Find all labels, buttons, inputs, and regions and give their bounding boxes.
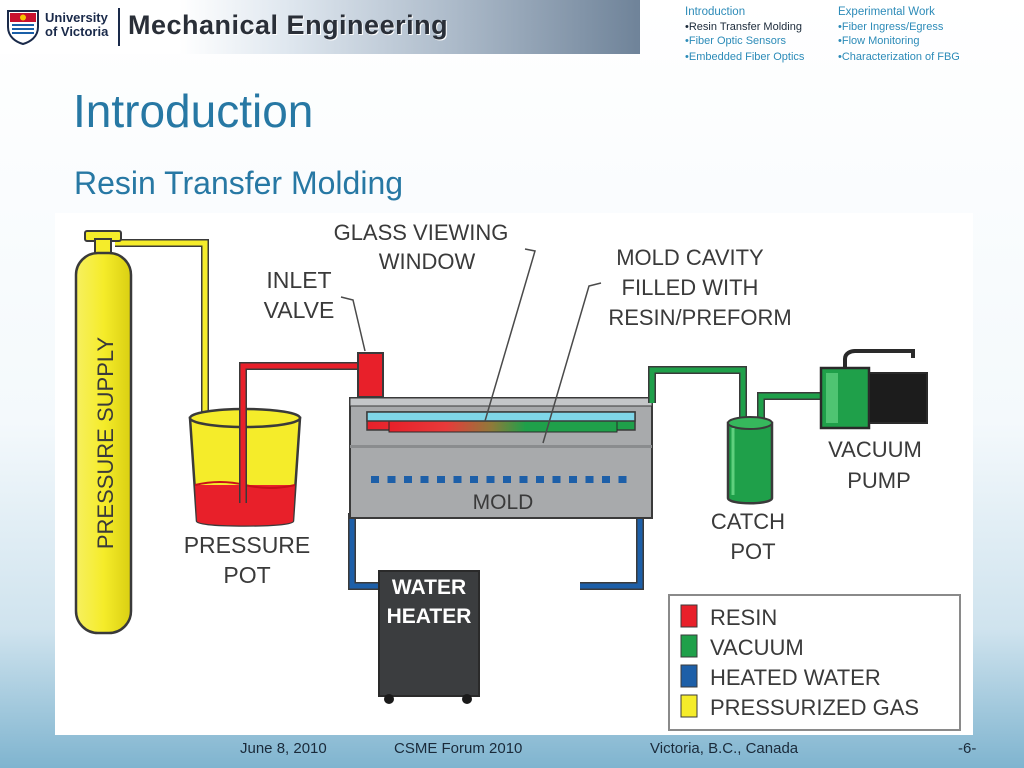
label-pressure-pot-2: POT [223, 562, 270, 588]
leader-inlet [340, 296, 366, 352]
heating-channel [387, 476, 396, 483]
nav-experimental-work: Experimental Work •Fiber Ingress/Egress … [838, 5, 960, 64]
label-catch-2: POT [730, 539, 775, 564]
university-crest-icon [7, 10, 39, 45]
label-pump-1: VACUUM [828, 437, 922, 462]
heating-channel [486, 476, 495, 483]
leader-cavity [542, 282, 602, 444]
heated-water-loop [348, 513, 644, 590]
label-pressure-supply: PRESSURE SUPPLY [93, 337, 118, 550]
slide-subtitle: Resin Transfer Molding [74, 165, 404, 201]
heating-channel [420, 476, 429, 483]
label-catch-1: CATCH [711, 509, 785, 534]
university-name: University of Victoria [45, 11, 108, 39]
heating-channel [569, 476, 577, 483]
label-cavity-3: RESIN/PREFORM [608, 305, 791, 330]
water-heater [378, 570, 480, 704]
nav-heading-introduction[interactable]: Introduction [685, 6, 746, 18]
university-name-line2: of Victoria [45, 24, 109, 39]
footer-event: CSME Forum 2010 [394, 740, 523, 757]
nav-item-embedded-fiber-optics[interactable]: •Embedded Fiber Optics [685, 50, 805, 63]
nav-item-fiber-optic-sensors[interactable]: •Fiber Optic Sensors [685, 35, 787, 47]
heating-channel [585, 476, 594, 483]
department-name: Mechanical Engineering [128, 10, 449, 40]
slide-title: Introduction [73, 85, 314, 137]
legend: RESIN VACUUM HEATED WATER PRESSURIZED GAS [668, 594, 961, 731]
legend-label: PRESSURIZED GAS [710, 695, 919, 720]
heating-channel [618, 476, 627, 483]
inlet-valve [357, 352, 384, 398]
heating-channel [437, 476, 445, 483]
nav-item-fiber-ingress-egress[interactable]: •Fiber Ingress/Egress [838, 20, 944, 33]
footer-date: June 8, 2010 [240, 740, 327, 757]
heating-channel [404, 476, 412, 483]
slide-header: University of Victoria Mechanical Engine… [0, 0, 1024, 63]
nav-heading-experimental-work[interactable]: Experimental Work [838, 6, 935, 18]
department-banner: University of Victoria Mechanical Engine… [0, 0, 640, 54]
legend-swatch [680, 664, 698, 688]
nav-item-characterization-of-fbg[interactable]: •Characterization of FBG [838, 50, 960, 63]
mold [349, 397, 653, 519]
label-pressure-pot-1: PRESSURE [184, 532, 311, 558]
label-cavity-2: FILLED WITH [622, 275, 759, 300]
legend-swatch [680, 634, 698, 658]
rtm-setup-diagram: PRESSURE SUPPLY PRESSURE POT INLET VALVE [55, 213, 973, 735]
vacuum-pump [819, 349, 928, 430]
heating-channel [503, 476, 511, 483]
pressure-supply-tank [74, 230, 133, 635]
nav-item-resin-transfer-molding[interactable]: •Resin Transfer Molding [685, 20, 802, 33]
heating-channel [371, 476, 379, 483]
nav-item-flow-monitoring[interactable]: •Flow Monitoring [838, 35, 920, 47]
university-name-line1: University [45, 10, 108, 25]
heating-channel [602, 476, 610, 483]
heating-channel [453, 476, 462, 483]
label-window-1: GLASS VIEWING [334, 220, 509, 245]
label-pump-2: PUMP [847, 468, 911, 493]
footer-location: Victoria, B.C., Canada [650, 740, 799, 757]
nav-introduction: Introduction •Resin Transfer Molding •Fi… [685, 5, 804, 64]
heating-channel [536, 476, 544, 483]
page-number: -6- [958, 740, 977, 757]
heating-channel [470, 476, 478, 483]
label-cavity-1: MOLD CAVITY [616, 245, 764, 270]
label-inlet-2: VALVE [264, 297, 335, 323]
label-heater-1: WATER [392, 576, 466, 599]
legend-label: RESIN [710, 605, 777, 630]
catch-pot [726, 416, 774, 505]
label-heater-2: HEATER [387, 605, 472, 628]
heating-channels [371, 476, 627, 483]
legend-swatch [680, 604, 698, 628]
legend-swatch [680, 694, 698, 718]
heating-channel [519, 476, 528, 483]
heating-channel [552, 476, 561, 483]
leader-window [484, 248, 536, 422]
slide-footer: June 8, 2010 CSME Forum 2010 Victoria, B… [0, 738, 1024, 766]
legend-label: VACUUM [710, 635, 804, 660]
label-mold: MOLD [473, 491, 534, 514]
legend-label: HEATED WATER [710, 665, 881, 690]
logo-divider [118, 8, 120, 46]
label-inlet-1: INLET [266, 267, 331, 293]
label-window-2: WINDOW [379, 249, 476, 274]
gas-line [115, 239, 209, 423]
